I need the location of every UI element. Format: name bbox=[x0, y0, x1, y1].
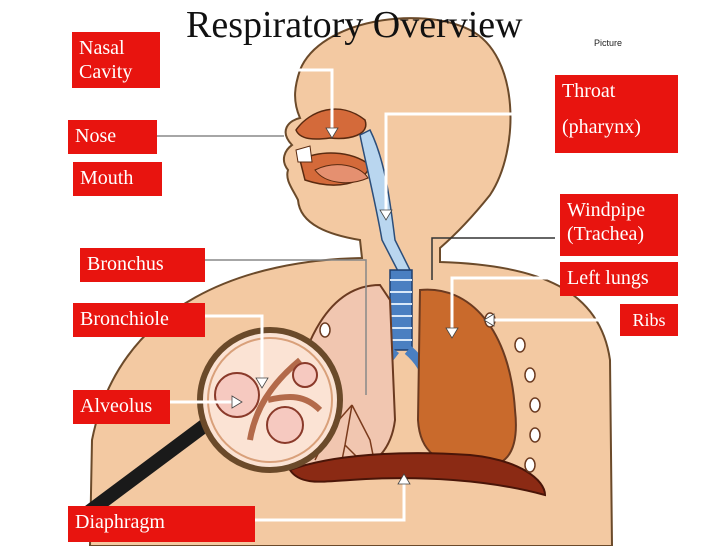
label-nasal-cavity: Nasal Cavity bbox=[72, 32, 160, 88]
trachea-rings bbox=[389, 269, 413, 351]
magnifier-glass bbox=[71, 327, 343, 527]
diaphragm-shape bbox=[288, 452, 547, 497]
label-throat: Throat (pharynx) bbox=[555, 75, 678, 153]
tongue-shape bbox=[314, 164, 369, 184]
pointer-lines bbox=[157, 68, 620, 522]
label-throat-line1: Throat bbox=[562, 80, 616, 102]
label-throat-line2: (pharynx) bbox=[562, 116, 641, 138]
label-nasal-cavity-line2: Cavity bbox=[79, 61, 133, 83]
label-ribs: Ribs bbox=[620, 304, 678, 336]
label-windpipe-line2: (Trachea) bbox=[567, 223, 645, 245]
label-windpipe-line1: Windpipe bbox=[567, 199, 646, 221]
label-nasal-cavity-line1: Nasal bbox=[79, 37, 125, 59]
picture-tag: Picture bbox=[594, 38, 623, 48]
label-nose: Nose bbox=[68, 120, 157, 154]
pointer-arrowheads bbox=[231, 127, 495, 485]
teeth-shape bbox=[295, 145, 313, 163]
label-windpipe: Windpipe (Trachea) bbox=[560, 194, 678, 256]
page-title: Respiratory Overview bbox=[186, 4, 523, 46]
label-bronchiole: Bronchiole bbox=[73, 303, 205, 337]
label-diaphragm: Diaphragm bbox=[68, 506, 255, 542]
label-mouth: Mouth bbox=[73, 162, 162, 196]
label-alveolus: Alveolus bbox=[73, 390, 170, 424]
label-bronchus: Bronchus bbox=[80, 248, 205, 282]
label-left-lungs: Left lungs bbox=[560, 262, 678, 296]
